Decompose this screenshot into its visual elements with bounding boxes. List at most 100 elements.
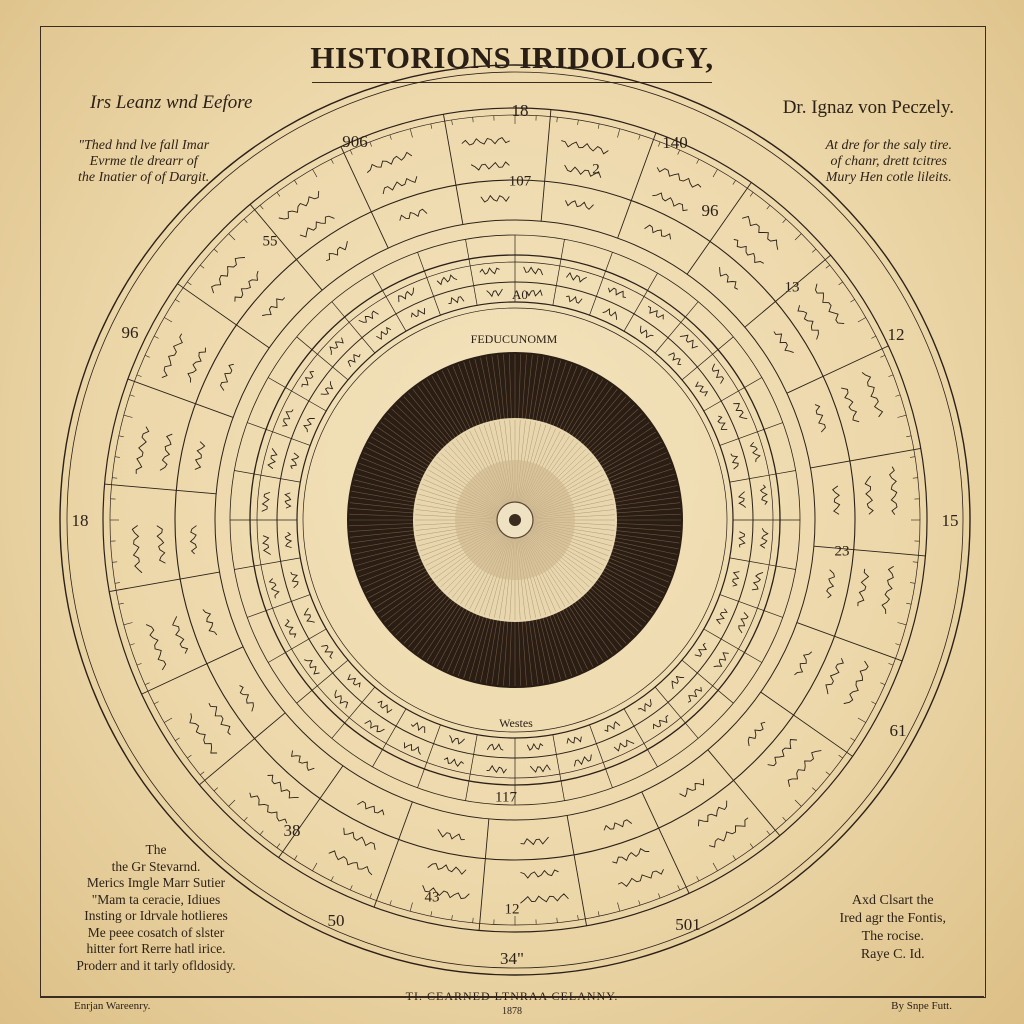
iris-fiber [395,589,444,636]
iris-fiber [612,540,678,555]
handwriting-stroke [135,426,150,474]
iris-fiber [384,581,437,623]
segment-divider [810,448,921,469]
ring-tick [749,843,754,848]
handwriting-stroke [719,266,738,290]
ring-tick [187,754,192,759]
iris-fiber [545,362,567,425]
handwriting-stroke [881,566,894,614]
handwriting-stroke [486,288,503,298]
iris-fiber [412,598,454,651]
segment-divider [249,204,323,291]
segment-divider [540,109,552,222]
handwriting-stroke [889,466,898,515]
handwriting-stroke [448,296,465,305]
ring-tick [658,141,661,147]
iris-fiber [371,569,429,604]
iris-fiber [525,354,533,421]
iris-fiber [599,572,656,609]
iris-fiber [573,600,613,655]
handwriting-stroke [328,850,373,876]
handwriting-stroke [290,571,299,589]
handwriting-stroke [321,644,334,659]
iris-fiber [614,523,681,527]
iris-fiber [417,385,457,440]
iris-fiber [436,373,469,432]
ring-tick [838,281,843,286]
iris-fiber [436,608,469,667]
chart-label: 501 [675,915,701,934]
iris-fiber [365,563,426,594]
handwriting-stroke [759,528,769,549]
iris-fiber [349,502,416,510]
handwriting-stroke [530,764,551,773]
chart-label: 13 [785,279,800,295]
iris-fiber [579,596,622,648]
chart-label: A0 [512,287,528,302]
iris-fiber [586,404,635,451]
iris-fiber [474,358,492,424]
inner-divider [268,628,327,663]
handwriting-stroke [427,862,467,875]
handwriting-stroke [738,491,746,508]
handwriting-stroke [814,404,826,433]
bottom-left-line: hitter fort Rerre hatl irice. [86,941,226,956]
handwriting-stroke [444,757,464,767]
inner-divider [417,252,441,316]
left-line: "Thed hnd lve fall Imar [78,138,210,153]
iris-fiber [538,616,556,682]
handwriting-stroke [304,659,320,675]
handwriting-stroke [603,819,632,831]
iris-fiber [603,566,662,599]
iris-fiber [611,543,677,561]
segment-divider [796,622,903,662]
bottom-right-line: The rocise. [861,929,924,944]
handwriting-stroke [284,532,293,548]
iris-fiber [352,540,418,555]
handwriting-stroke [747,721,766,747]
ring-tick [430,123,433,129]
handwriting-stroke [403,742,421,755]
handwriting-stroke [717,415,728,430]
pupil-center [509,514,521,526]
chart-label: 23 [835,543,850,559]
iris-fiber [421,602,460,658]
handwriting-stroke [411,307,425,318]
iris-fiber [431,376,466,434]
iris-fiber [452,612,478,675]
ring-tick [897,414,907,418]
ring-tick [880,682,886,686]
handwriting-stroke [211,257,246,294]
ring-tick [164,317,173,323]
bottom-left-line: the Gr Stevarnd. [111,858,201,874]
handwriting-stroke [486,764,507,774]
segment-divider [278,765,344,858]
ring-tick [638,900,641,906]
bottom-right-line: Raye C. Id. [860,947,925,962]
segment-divider [141,646,244,695]
iris-fiber [468,360,488,424]
bottom-left-text-block: The the Gr Stevarnd. Merics Imgle Marr S… [56,842,256,974]
bottom-left-line: Merics Imgle Marr Sutier [86,875,226,890]
segment-divider [760,691,853,757]
ring-tick [782,218,787,223]
chart-ring [66,71,964,969]
iris-fiber [599,431,656,468]
iris-fiber [570,382,609,438]
inner-divider [465,239,478,306]
handwriting-stroke [825,658,844,695]
bottom-right-line: Axd Clsart the [851,893,934,908]
iris-fiber [357,468,420,490]
iris-fiber [555,368,583,429]
iris-fiber [351,537,417,550]
ring-tick [857,717,866,723]
handwriting-stroke [694,642,707,657]
handwriting-stroke [382,176,418,195]
handwriting-stroke [358,310,379,323]
iris-fiber [503,354,509,421]
ring-tick [677,149,681,155]
ring-tick [825,771,830,776]
iris-fiber [597,575,653,614]
inner-divider [296,659,349,704]
handwriting-stroke [320,381,334,395]
